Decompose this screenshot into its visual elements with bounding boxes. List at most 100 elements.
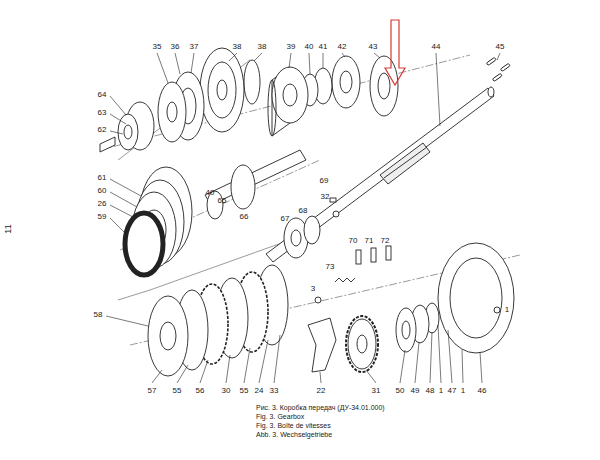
gear-part <box>378 73 390 99</box>
clutch-part <box>308 318 336 372</box>
callout-number: 69 <box>320 176 329 185</box>
gear-part <box>330 198 336 202</box>
gear-part <box>333 211 339 217</box>
gear-part <box>283 84 297 106</box>
clutch-part <box>357 335 367 353</box>
callout-number: 40 <box>206 188 215 197</box>
leader-line <box>106 53 500 383</box>
callout-number: 55 <box>173 386 182 395</box>
leader-line <box>157 53 168 83</box>
leader-line <box>289 53 291 68</box>
gear-part <box>371 248 376 262</box>
callout-number: 66 <box>240 212 249 221</box>
callout-number: 49 <box>411 386 420 395</box>
gear-part <box>356 250 361 264</box>
leader-line <box>110 205 133 217</box>
leader-line <box>436 53 440 126</box>
callout-number: 1 <box>439 386 443 395</box>
callout-number: 67 <box>281 214 290 223</box>
caption-text: Рис. 3. Коробка передач (ДУ-34.01.000) <box>256 404 385 411</box>
leader-line <box>110 179 141 196</box>
shaft <box>488 87 494 97</box>
gear-part <box>124 125 132 139</box>
callout-number: 45 <box>496 42 505 51</box>
gear-part <box>335 278 355 282</box>
clutch-part <box>450 258 502 338</box>
clutch-part <box>348 319 376 369</box>
callout-number: 37 <box>190 42 199 51</box>
leader-line <box>415 342 419 383</box>
callout-number: 33 <box>270 386 279 395</box>
callout-number: 60 <box>98 186 107 195</box>
callout-number: 59 <box>98 212 107 221</box>
callout-number: 1 <box>461 386 465 395</box>
gear-part <box>386 246 391 260</box>
leader-line <box>462 350 463 383</box>
callout-number: 63 <box>98 108 107 117</box>
leader-line <box>374 53 380 58</box>
gear-part <box>315 297 321 303</box>
callout-number: 68 <box>299 206 308 215</box>
gear-part <box>332 56 360 108</box>
leader-line <box>110 131 123 134</box>
caption-text: Fig. 3. Boîte de vitesses <box>256 422 331 429</box>
leader-line <box>400 350 405 383</box>
leader-line <box>323 53 324 68</box>
gear-part <box>125 213 163 275</box>
key-part <box>500 63 510 71</box>
callout-number: 42 <box>338 42 347 51</box>
leader-line <box>497 53 500 60</box>
leader-line <box>110 96 126 115</box>
leader-line <box>175 53 180 74</box>
shaft <box>380 143 430 184</box>
gear-part <box>340 71 352 93</box>
key-part <box>486 57 510 81</box>
leader-line <box>110 192 137 207</box>
gear-part <box>370 56 398 116</box>
callout-number: 64 <box>98 90 107 99</box>
axis-line <box>100 55 470 150</box>
gear-part <box>291 230 301 246</box>
frame-line <box>118 60 250 160</box>
leader-line <box>480 352 482 383</box>
callout-number: 3 <box>311 284 315 293</box>
leader-line <box>229 53 237 61</box>
callout-number: 1 <box>505 305 509 314</box>
leader-line <box>366 370 376 383</box>
callout-number: 41 <box>319 42 328 51</box>
leader-line <box>191 53 194 73</box>
leader-line <box>430 332 432 383</box>
clutch-part <box>438 243 514 353</box>
gear-part <box>231 165 255 209</box>
callout-number: 38 <box>233 42 242 51</box>
gear-part <box>158 82 186 142</box>
leader-line <box>152 370 162 383</box>
gear-part <box>200 48 244 132</box>
clutch-part <box>160 322 176 350</box>
pointer-arrow <box>385 20 405 85</box>
clutch-part <box>396 308 416 352</box>
callout-number: 36 <box>171 42 180 51</box>
callout-number: 50 <box>396 386 405 395</box>
page-number: 11 <box>3 224 13 233</box>
key-part <box>486 57 496 65</box>
caption-text: Abb. 3. Wechselgetriebe <box>256 431 332 438</box>
callout-number: 26 <box>98 199 107 208</box>
gear-part <box>167 102 177 122</box>
clutch-part <box>494 307 500 313</box>
callout-number: 30 <box>222 386 231 395</box>
gear-part <box>244 60 260 104</box>
frame-line <box>118 290 150 300</box>
clutch-part <box>346 316 378 372</box>
gear-part <box>208 62 236 118</box>
callout-number: 47 <box>448 386 457 395</box>
key-part <box>492 73 502 81</box>
gear-part <box>100 137 115 152</box>
callout-number: 31 <box>372 386 381 395</box>
callout-number: 58 <box>94 310 103 319</box>
callout-number: 32 <box>321 192 330 201</box>
leader-line <box>309 53 310 74</box>
leader-line <box>177 365 188 383</box>
